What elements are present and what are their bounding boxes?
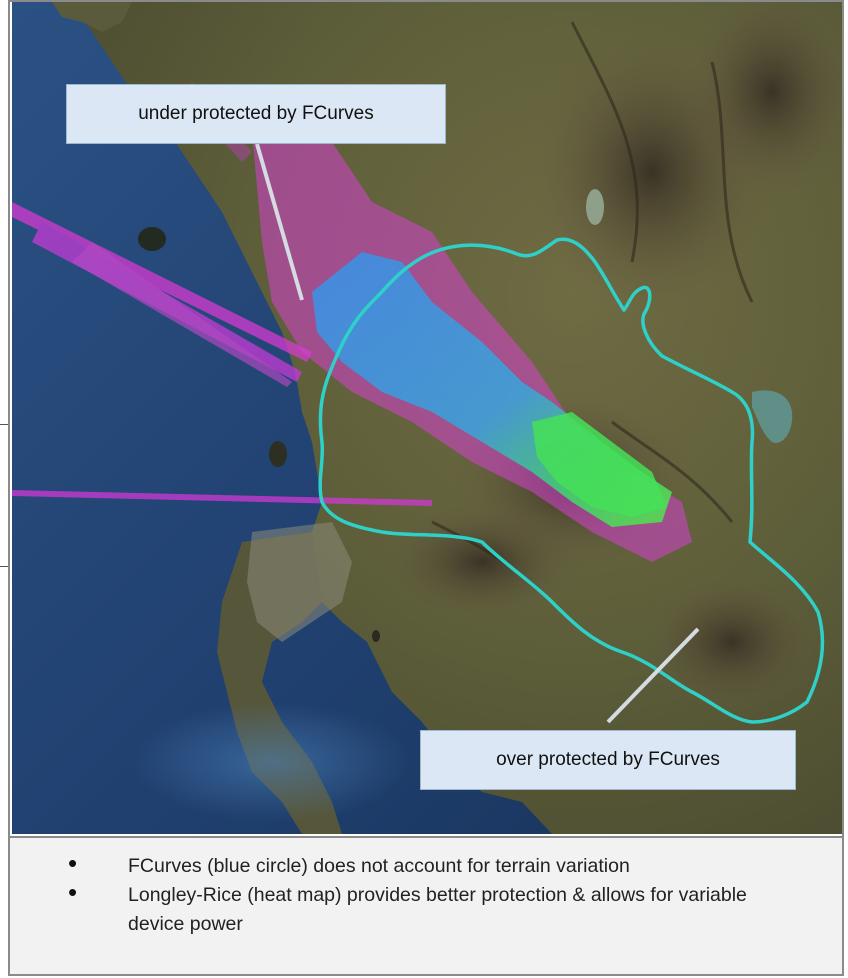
island: [269, 441, 287, 467]
lake: [752, 390, 793, 443]
callout-over-protected: over protected by FCurves: [420, 730, 796, 790]
mountain-ridges: [382, 2, 842, 712]
caption-item-text: Longley-Rice (heat map) provides better …: [128, 884, 747, 935]
heatmap-green-zone: [532, 412, 667, 517]
island: [138, 227, 166, 251]
callout-over-text: over protected by FCurves: [496, 749, 720, 770]
edge-tick: [0, 424, 10, 425]
caption-box: • FCurves (blue circle) does not account…: [10, 836, 842, 974]
city-area: [247, 522, 352, 642]
reservoir: [586, 189, 604, 225]
edge-tick: [0, 566, 10, 567]
nw-headland: [52, 2, 132, 32]
caption-item-text: FCurves (blue circle) does not account f…: [128, 855, 630, 877]
caption-item: • FCurves (blue circle) does not account…: [68, 848, 808, 881]
caption-item: • Longley-Rice (heat map) provides bette…: [68, 877, 808, 939]
leader-line-under: [255, 143, 304, 301]
callout-under-text: under protected by FCurves: [138, 103, 374, 124]
fcurves-contour: [318, 237, 825, 724]
bullet-icon: •: [68, 877, 78, 907]
bullet-icon: •: [68, 848, 78, 878]
heatmap-rays: [12, 82, 432, 506]
island: [372, 630, 380, 642]
shallow-water: [132, 702, 412, 822]
caption-list: • FCurves (blue circle) does not account…: [68, 848, 808, 939]
leader-line-over: [606, 627, 700, 724]
callout-under-protected: under protected by FCurves: [66, 84, 446, 144]
